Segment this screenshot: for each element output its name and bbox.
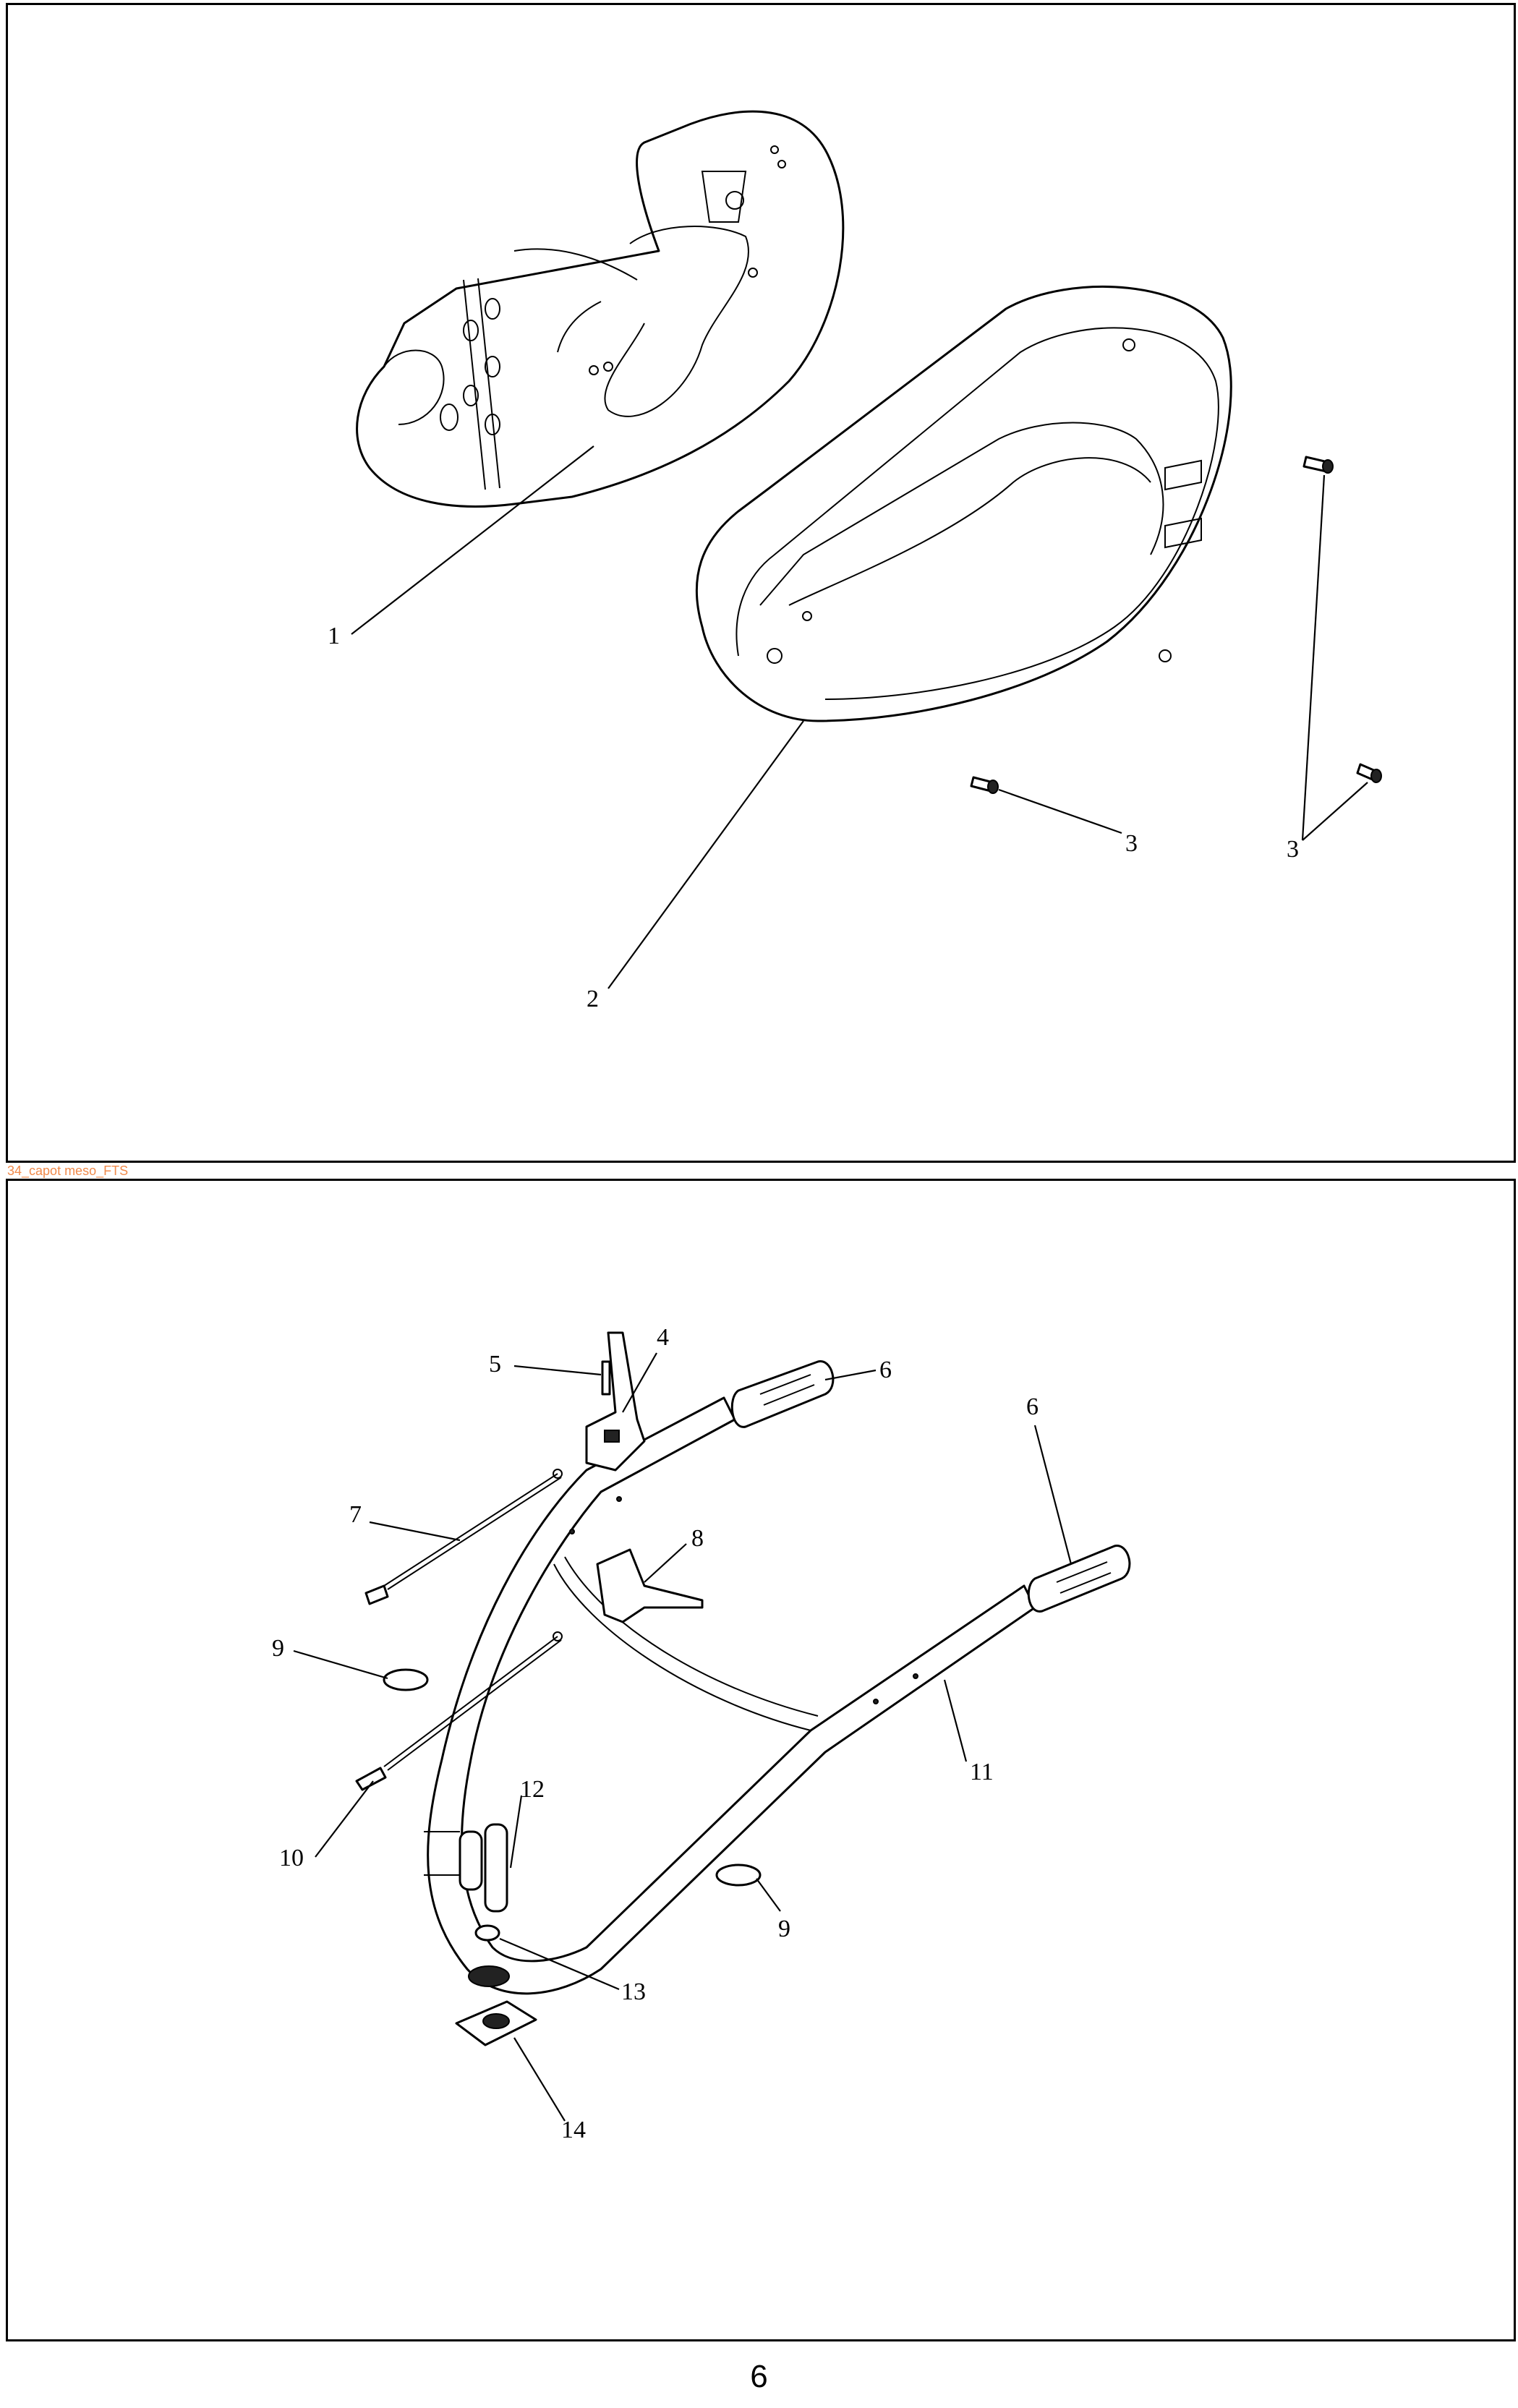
leader-line-11 <box>943 1679 968 1762</box>
part-13-washer <box>474 1924 500 1942</box>
part-9-clamp-lower <box>715 1863 762 1887</box>
callout-9a: 9 <box>272 1635 284 1662</box>
part-4-brake-lever <box>585 1331 646 1472</box>
leader-line-6a <box>824 1369 877 1381</box>
part-5-pin <box>601 1360 611 1396</box>
part-7-cable-upper <box>364 1469 563 1605</box>
callout-1: 1 <box>328 623 340 649</box>
callout-4: 4 <box>657 1324 669 1351</box>
callout-10: 10 <box>279 1845 304 1871</box>
part-1-back-plate <box>356 110 845 508</box>
leader-line-3a <box>998 788 1122 834</box>
leader-line-1 <box>351 445 594 635</box>
callout-14: 14 <box>561 2117 586 2143</box>
part-11-handlebar-tube <box>424 1396 1036 1995</box>
part-2-housing-cover <box>695 285 1232 722</box>
part-8-brake-lever <box>596 1548 704 1623</box>
leader-line-6b <box>1033 1425 1073 1565</box>
part-14-base <box>455 1965 537 2046</box>
leader-line-9b <box>756 1878 781 1912</box>
callout-9b: 9 <box>778 1916 790 1942</box>
leader-line-3c <box>1302 782 1368 841</box>
part-6-grip-left <box>730 1360 835 1428</box>
leader-line-14 <box>513 2037 566 2122</box>
leader-line-4 <box>622 1352 657 1413</box>
callout-6b: 6 <box>1026 1393 1039 1420</box>
part-6-grip-right <box>1027 1545 1131 1613</box>
cover-diagram: 1 2 3 3 <box>328 110 1382 1012</box>
part-3-screw-bottom-right <box>1356 763 1382 783</box>
leader-line-13 <box>499 1937 620 1991</box>
callout-5: 5 <box>489 1351 501 1378</box>
leader-line-3b <box>1301 474 1326 841</box>
handlebar-diagram: 4 5 6 6 7 8 9 9 10 11 12 13 14 <box>272 1324 1131 2143</box>
callout-11: 11 <box>970 1759 994 1785</box>
part-3-screw-center <box>970 776 999 794</box>
page-number: 6 <box>750 2359 768 2394</box>
leader-line-5 <box>513 1365 602 1376</box>
callout-8: 8 <box>691 1525 704 1552</box>
callout-2: 2 <box>587 986 599 1012</box>
leader-line-9a <box>293 1649 388 1680</box>
file-tag: 34_capot meso_FTS <box>7 1164 129 1178</box>
callout-6a: 6 <box>879 1357 892 1383</box>
exploded-view-panel-cover: 1 2 3 3 <box>6 3 1516 1163</box>
part-9-clamp-upper <box>383 1668 429 1691</box>
part-3-screw-top-right <box>1302 456 1334 474</box>
exploded-view-panel-handlebar: 4 5 6 6 7 8 9 9 10 11 12 13 14 <box>6 1179 1516 2341</box>
leader-line-8 <box>644 1543 687 1583</box>
callout-13: 13 <box>621 1978 646 2005</box>
callout-3a: 3 <box>1125 830 1138 857</box>
leader-line-10 <box>315 1780 374 1858</box>
part-10-cable-lower <box>355 1631 563 1791</box>
callout-12: 12 <box>520 1776 545 1803</box>
callout-3b: 3 <box>1287 836 1299 863</box>
callout-7: 7 <box>349 1501 362 1528</box>
leader-line-12 <box>509 1795 523 1869</box>
part-12-bushings <box>459 1823 508 1913</box>
leader-line-2 <box>607 720 804 989</box>
leader-line-7 <box>369 1521 461 1542</box>
